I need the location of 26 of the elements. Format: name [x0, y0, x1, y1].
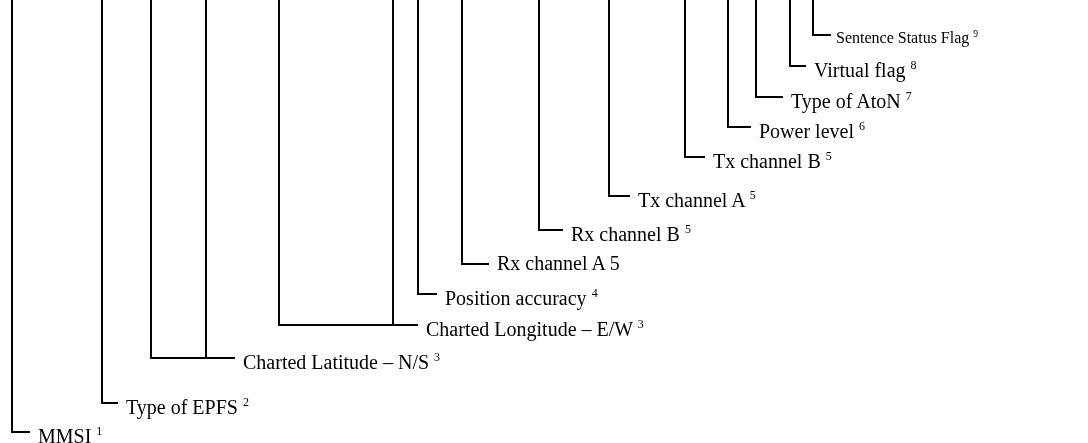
leader-line	[755, 0, 784, 98]
leader-line	[11, 0, 31, 433]
field-label: Rx channel A 5	[489, 251, 620, 275]
field-label: Type of EPFS $^{2}$	[118, 390, 249, 419]
field-label: Rx channel B $^{5}$	[563, 217, 691, 246]
field-label: Virtual flag $^{8}$	[806, 53, 917, 82]
field-label: Power level $^{6}$	[751, 114, 865, 143]
leader-line	[205, 0, 236, 359]
field-label: Type of AtoN $^{7}$	[783, 84, 912, 113]
leader-line	[392, 0, 419, 326]
leader-line	[812, 0, 832, 36]
field-label: MMSI $^{1}$	[30, 419, 103, 443]
field-label: Charted Latitude – N/S $^{3}$	[235, 345, 441, 374]
leader-line	[727, 0, 752, 128]
leader-line	[789, 0, 807, 67]
leader-line	[608, 0, 631, 197]
leader-line	[538, 0, 564, 231]
leader-line	[417, 0, 438, 295]
leader-line	[461, 0, 490, 265]
field-label: Tx channel B $^{5}$	[705, 144, 832, 173]
leader-line	[101, 0, 119, 404]
field-label: Tx channel A $^{5}$	[630, 183, 756, 212]
field-label: Charted Longitude – E/W $^{3}$	[418, 312, 644, 341]
leader-line	[684, 0, 706, 158]
field-label: Sentence Status Flag $^{9}$	[831, 22, 979, 51]
field-label: Position accuracy $^{4}$	[437, 281, 598, 310]
